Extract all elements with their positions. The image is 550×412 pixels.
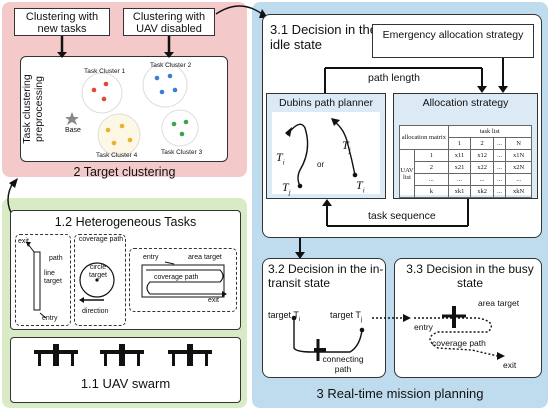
matrix-cell: ... <box>492 173 507 186</box>
path-length-label: path length <box>368 72 420 84</box>
cluster-3-dot <box>183 119 189 125</box>
tag-uav-disabled-label: Clustering with UAV disabled <box>132 11 206 35</box>
connecting-path-label: connecting path <box>322 354 364 374</box>
base-label: Base <box>65 127 81 134</box>
matrix-row-idx: k <box>414 185 449 198</box>
dubins-inner <box>272 112 380 194</box>
circle-target-label: circle target <box>89 264 107 279</box>
target-clustering-title: 2 Target clustering <box>73 165 176 179</box>
area-coverage-label: coverage path <box>154 274 199 281</box>
dubins-or-label: or <box>317 160 325 169</box>
emergency-label: Emergency allocation strategy <box>382 29 524 41</box>
cluster-3-dot <box>179 131 185 137</box>
line-target-rect <box>33 251 41 311</box>
cluster-2-dot <box>167 73 173 79</box>
target-ti-label: target Ti <box>268 310 301 323</box>
tasks-title: 1.2 Heterogeneous Tasks <box>54 215 197 229</box>
uav-icon <box>100 344 144 366</box>
line-exit-label: exit <box>18 238 29 245</box>
circle-coverage-label: coverage path <box>78 236 124 243</box>
task-cluster-2 <box>142 62 188 108</box>
uav-icon <box>168 344 212 366</box>
uav-icon <box>314 339 326 361</box>
idle-state-title: 3.1 Decision in the idle state <box>270 22 377 52</box>
matrix-cell: xk1 <box>447 185 472 198</box>
busy-entry-label: entry <box>414 322 433 332</box>
cluster-3-dot <box>171 121 177 127</box>
area-coverage-path <box>146 269 224 295</box>
cluster-1-dot <box>91 87 97 93</box>
circle-direction-label: direction <box>82 308 109 315</box>
cluster-2-dot <box>154 75 160 81</box>
cluster-3-label: Task Cluster 3 <box>161 149 203 156</box>
line-path-label: path <box>49 255 63 262</box>
busy-area-target-label: area target <box>478 298 520 308</box>
dubins-ti-2: Ti <box>356 178 365 195</box>
task-sequence-label: task sequence <box>368 210 436 222</box>
transit-state-box <box>262 258 386 378</box>
emergency-box: Emergency allocation strategy <box>372 24 534 58</box>
dubins-tj-2: Tj <box>342 138 351 155</box>
area-exit-label: exit <box>208 297 219 304</box>
base-star-icon <box>65 112 79 125</box>
cluster-4-dot <box>119 123 125 129</box>
busy-title: 3.3 Decision in the busy state <box>406 262 534 290</box>
tag-new-tasks: Clustering with new tasks <box>14 8 110 36</box>
cluster-4-dot <box>111 140 117 146</box>
uav-icon <box>442 306 466 328</box>
matrix-row-label: UAV list <box>399 149 415 198</box>
target-tj-label: target Tj <box>330 310 363 323</box>
cluster-4-label: Task Cluster 4 <box>96 152 138 159</box>
cluster-1-dot <box>101 96 107 102</box>
line-target-box <box>15 234 71 326</box>
cluster-1-label: Task Cluster 1 <box>84 68 126 75</box>
cluster-2-label: Task Cluster 2 <box>150 62 192 69</box>
planning-title: 3 Real-time mission planning <box>316 386 484 401</box>
allocation-label: Allocation strategy <box>422 97 509 109</box>
line-target-label: line target <box>44 270 62 285</box>
area-target-label: area target <box>188 254 222 261</box>
dubins-curve-1 <box>286 123 309 187</box>
matrix-cell: xkN <box>505 185 532 198</box>
cluster-2-dot <box>172 87 178 93</box>
busy-coverage-label: coverage path <box>432 338 486 348</box>
dubins-tj-1: Tj <box>282 180 291 197</box>
cluster-4-dot <box>105 127 111 133</box>
busy-coverage-path <box>414 317 499 357</box>
dubins-ti-1: Ti <box>276 150 285 167</box>
cluster-4-dot <box>127 137 133 143</box>
dubins-curve-2 <box>334 121 356 176</box>
task-cluster-3 <box>161 109 199 147</box>
uav-swarm-title: 1.1 UAV swarm <box>80 376 171 391</box>
cluster-1-dot <box>103 81 109 87</box>
task-cluster-4 <box>97 113 141 157</box>
tag-new-tasks-label: Clustering with new tasks <box>25 11 99 35</box>
busy-exit-label: exit <box>503 360 517 370</box>
uav-swarm-box <box>10 337 241 403</box>
connecting-path-line <box>293 318 363 353</box>
tag-uav-disabled: Clustering with UAV disabled <box>123 8 215 36</box>
task-cluster-1 <box>81 72 123 114</box>
line-entry-label: entry <box>42 315 58 322</box>
allocation-matrix: allocation matrix task list 1 2 ... N UA… <box>399 125 533 198</box>
uav-icon <box>34 344 78 366</box>
arrow-to-planning <box>215 5 263 15</box>
cluster-2-dot <box>159 89 165 95</box>
dubins-label: Dubins path planner <box>279 97 373 109</box>
area-entry-label: entry <box>143 254 159 261</box>
transit-title: 3.2 Decision in the in-transit state <box>268 262 384 290</box>
matrix-cell: ... <box>492 185 507 198</box>
